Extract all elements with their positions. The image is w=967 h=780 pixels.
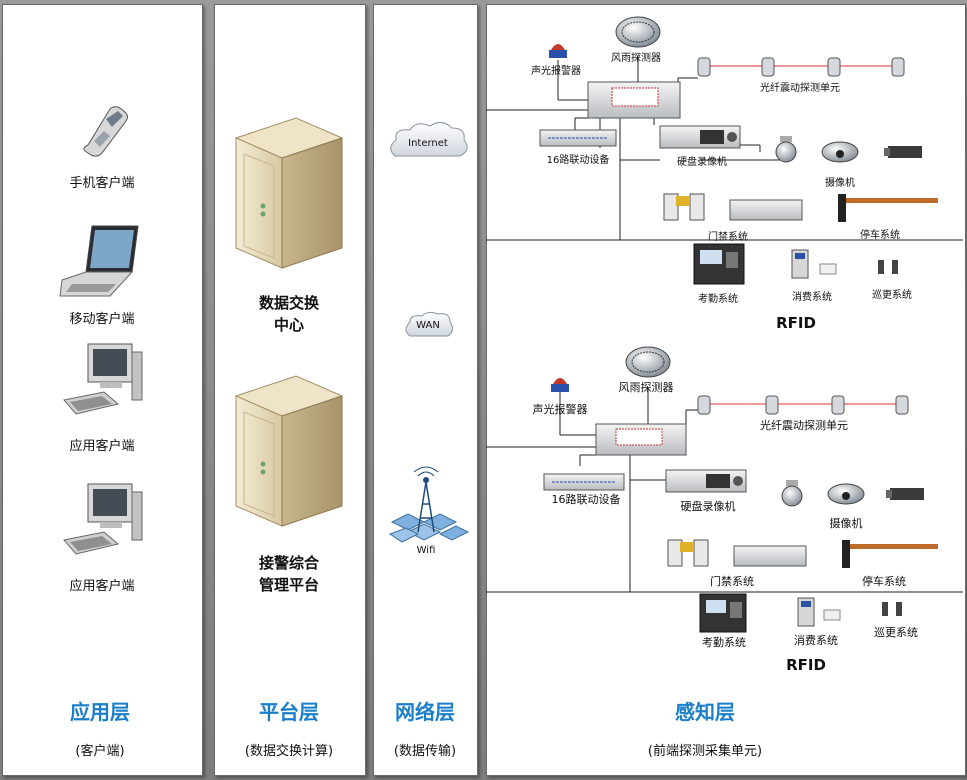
fiber-sensor-icon (761, 57, 775, 77)
perception-network-lines (486, 55, 963, 593)
device-label: 停车系统 (860, 230, 900, 241)
server-label: 数据交换 中心 (259, 292, 319, 336)
layer-title: 感知层 (675, 700, 735, 724)
device-label: 停车系统 (862, 575, 906, 588)
fiber-sensor-icon (697, 57, 711, 77)
fiber-sensor-icon (831, 395, 845, 415)
layer-subtitle: (前端探测采集单元) (647, 744, 763, 759)
pos-terminal-icon (791, 249, 837, 279)
device-label: 考勤系统 (702, 636, 746, 649)
box-camera-icon (886, 488, 924, 500)
alarm-host-device-icon (595, 423, 687, 456)
layer-subtitle: (数据传输) (393, 744, 457, 759)
patrol-stick-icon (878, 260, 898, 274)
device-label: 消费系统 (794, 634, 838, 647)
dvr-icon (659, 125, 741, 149)
wan-cloud-icon (405, 311, 454, 337)
server-tower-icon (234, 375, 344, 527)
server-label-line: 管理平台 (258, 576, 320, 594)
desktop-computer-icon (63, 343, 143, 415)
device-label: 门禁系统 (710, 575, 754, 588)
fiber-vibration-links (710, 65, 900, 405)
fiber-sensor-icon (827, 57, 841, 77)
mobile-phone-icon (83, 106, 128, 157)
linkage-device-icon (543, 473, 625, 491)
box-camera-icon (884, 146, 922, 158)
parking-barrier-icon (838, 194, 938, 222)
weather-detector-icon (625, 346, 671, 378)
fiber-sensor-icon (895, 395, 909, 415)
client-label: 移动客户端 (69, 312, 135, 327)
speed-dome-camera-icon (781, 480, 803, 507)
dome-camera-icon (827, 483, 865, 505)
device-label: 摄像机 (825, 178, 855, 189)
fiber-sensor-icon (765, 395, 779, 415)
client-label: 应用客户端 (69, 439, 135, 454)
device-label: 硬盘录像机 (680, 500, 736, 513)
fiber-sensor-icon (891, 57, 905, 77)
device-label: 消费系统 (792, 292, 832, 303)
device-label: 风雨探测器 (618, 381, 674, 394)
server-label-line: 数据交换 (258, 294, 320, 312)
access-controller-icon (733, 545, 807, 567)
rfid-label: RFID (786, 656, 826, 674)
rfid-label: RFID (776, 314, 816, 332)
device-label: 硬盘录像机 (677, 157, 727, 168)
wan-label: WAN (416, 320, 440, 331)
attendance-terminal-icon (693, 243, 745, 285)
layer-subtitle: (数据交换计算) (244, 744, 334, 759)
device-label: 考勤系统 (698, 294, 738, 305)
device-label: 声光报警器 (532, 403, 588, 416)
layer-title: 网络层 (395, 700, 455, 724)
device-label: 声光报警器 (531, 66, 581, 77)
fiber-sensor-icon (697, 395, 711, 415)
client-label: 手机客户端 (69, 176, 135, 191)
device-label: 16路联动设备 (551, 493, 621, 506)
device-label: 摄像机 (829, 517, 863, 530)
pos-terminal-icon (797, 597, 841, 627)
access-gate-icon (667, 539, 709, 567)
device-label: 16路联动设备 (546, 155, 610, 166)
wifi-label: Wifi (416, 545, 436, 556)
alarm-host-device-icon (587, 81, 681, 119)
laptop-icon (59, 225, 139, 297)
layer-title: 应用层 (70, 700, 130, 724)
internet-cloud-icon (390, 122, 468, 157)
access-controller-icon (729, 199, 803, 221)
server-tower-icon (234, 117, 344, 269)
internet-label: Internet (408, 138, 448, 149)
layer-subtitle: (客户端) (75, 744, 125, 759)
device-label: 巡更系统 (872, 290, 912, 301)
alarm-beacon-icon (549, 44, 567, 58)
dvr-icon (665, 469, 747, 493)
device-label: 光纤震动探测单元 (760, 419, 848, 432)
speed-dome-camera-icon (775, 136, 797, 163)
wifi-tower-icon (388, 466, 470, 543)
device-label: 风雨探测器 (611, 53, 661, 64)
client-label: 应用客户端 (69, 579, 135, 594)
weather-detector-icon (615, 16, 661, 48)
layer-title: 平台层 (259, 700, 319, 724)
device-label: 巡更系统 (874, 626, 918, 639)
dome-camera-icon (821, 141, 859, 163)
linkage-device-icon (539, 129, 617, 147)
parking-barrier-icon (842, 540, 938, 568)
server-label-line: 中心 (273, 316, 305, 334)
desktop-computer-icon (63, 483, 143, 555)
attendance-terminal-icon (699, 593, 747, 633)
device-label: 门禁系统 (708, 232, 748, 243)
access-gate-icon (663, 193, 705, 221)
alarm-beacon-icon (551, 378, 569, 392)
server-label: 接警综合 管理平台 (259, 552, 319, 596)
patrol-stick-icon (882, 602, 902, 616)
server-label-line: 接警综合 (258, 554, 320, 572)
device-label: 光纤震动探测单元 (760, 83, 840, 94)
